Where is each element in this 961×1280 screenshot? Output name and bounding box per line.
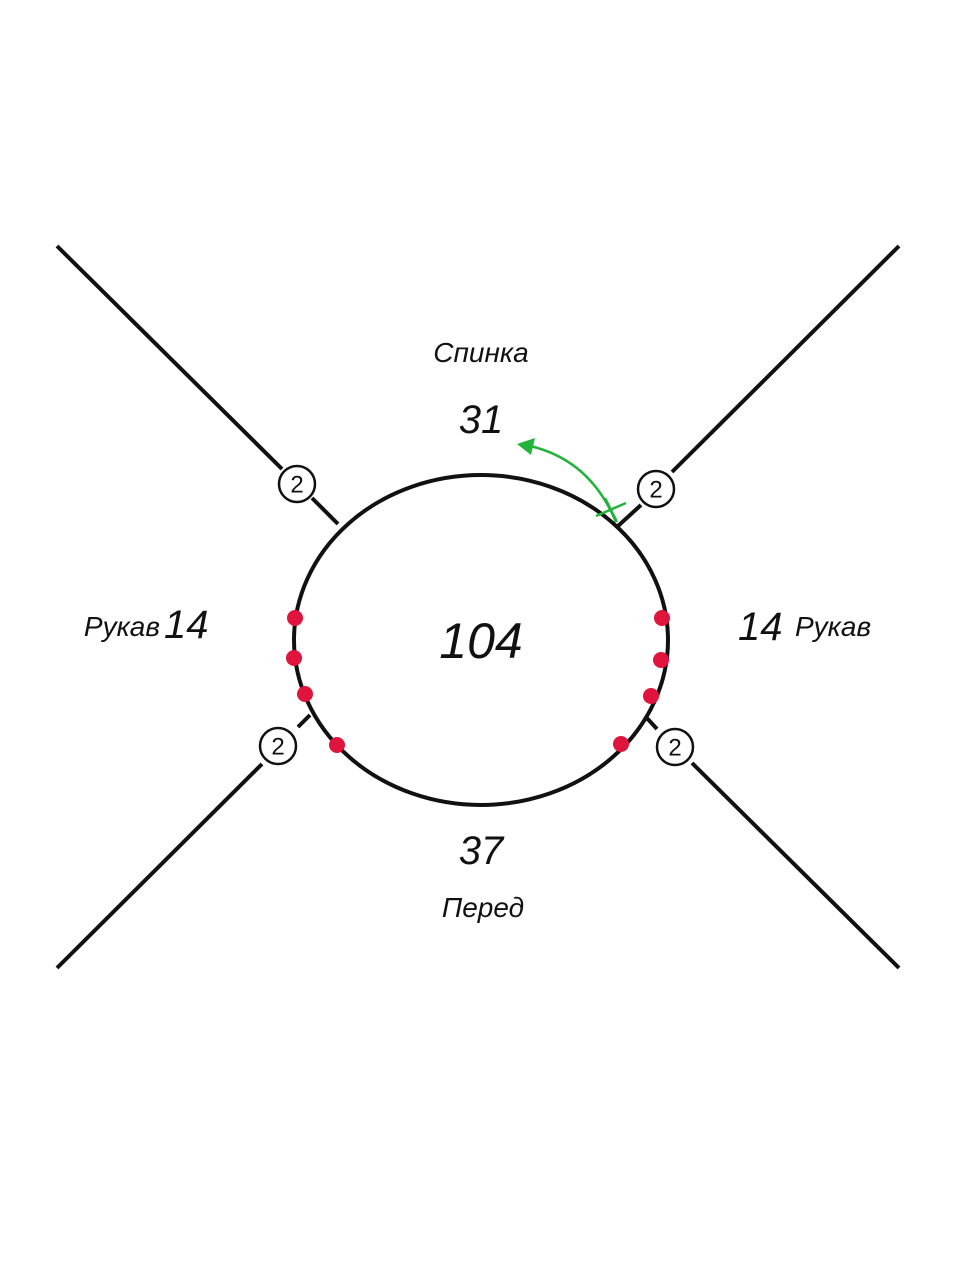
raglan-line-bottom-left-inner — [296, 713, 312, 729]
increase-dot — [654, 610, 670, 626]
increase-dot — [613, 736, 629, 752]
left-sleeve-label: Рукав — [84, 611, 160, 642]
raglan-line-top-left — [55, 244, 284, 471]
increase-dot — [329, 737, 345, 753]
marker-circle-top-left — [277, 464, 317, 504]
total-count: 104 — [439, 613, 522, 669]
raglan-line-bottom-left — [55, 762, 264, 970]
back-count: 31 — [459, 398, 504, 442]
yoke-circle — [292, 473, 670, 807]
increase-dot — [286, 650, 302, 666]
raglan-line-bottom-right — [690, 761, 901, 970]
raglan-line-top-right — [670, 244, 901, 474]
increase-dot — [287, 610, 303, 626]
marker-label: 2 — [290, 472, 303, 499]
raglan-line-top-left-inner — [310, 496, 340, 526]
marker-label: 2 — [668, 735, 681, 762]
increase-dot — [297, 686, 313, 702]
increase-dot — [643, 688, 659, 704]
right-sleeve-count: 14 — [738, 605, 783, 649]
raglan-markers — [258, 464, 695, 767]
marker-circle-bottom-left — [258, 726, 298, 766]
marker-label: 2 — [271, 734, 284, 761]
raglan-line-top-right-inner — [616, 503, 643, 528]
increase-dot — [653, 652, 669, 668]
left-sleeve-count: 14 — [164, 603, 209, 647]
front-label: Перед — [442, 892, 524, 923]
back-label: Спинка — [433, 337, 528, 368]
increase-dots — [286, 610, 670, 753]
marker-circle-top-right — [636, 469, 676, 509]
arrow-head-icon — [517, 438, 535, 455]
front-count: 37 — [459, 829, 505, 873]
marker-circle-bottom-right — [655, 727, 695, 767]
marker-label: 2 — [649, 477, 662, 504]
start-cross-icon — [595, 501, 627, 518]
right-sleeve-label: Рукав — [795, 611, 871, 642]
